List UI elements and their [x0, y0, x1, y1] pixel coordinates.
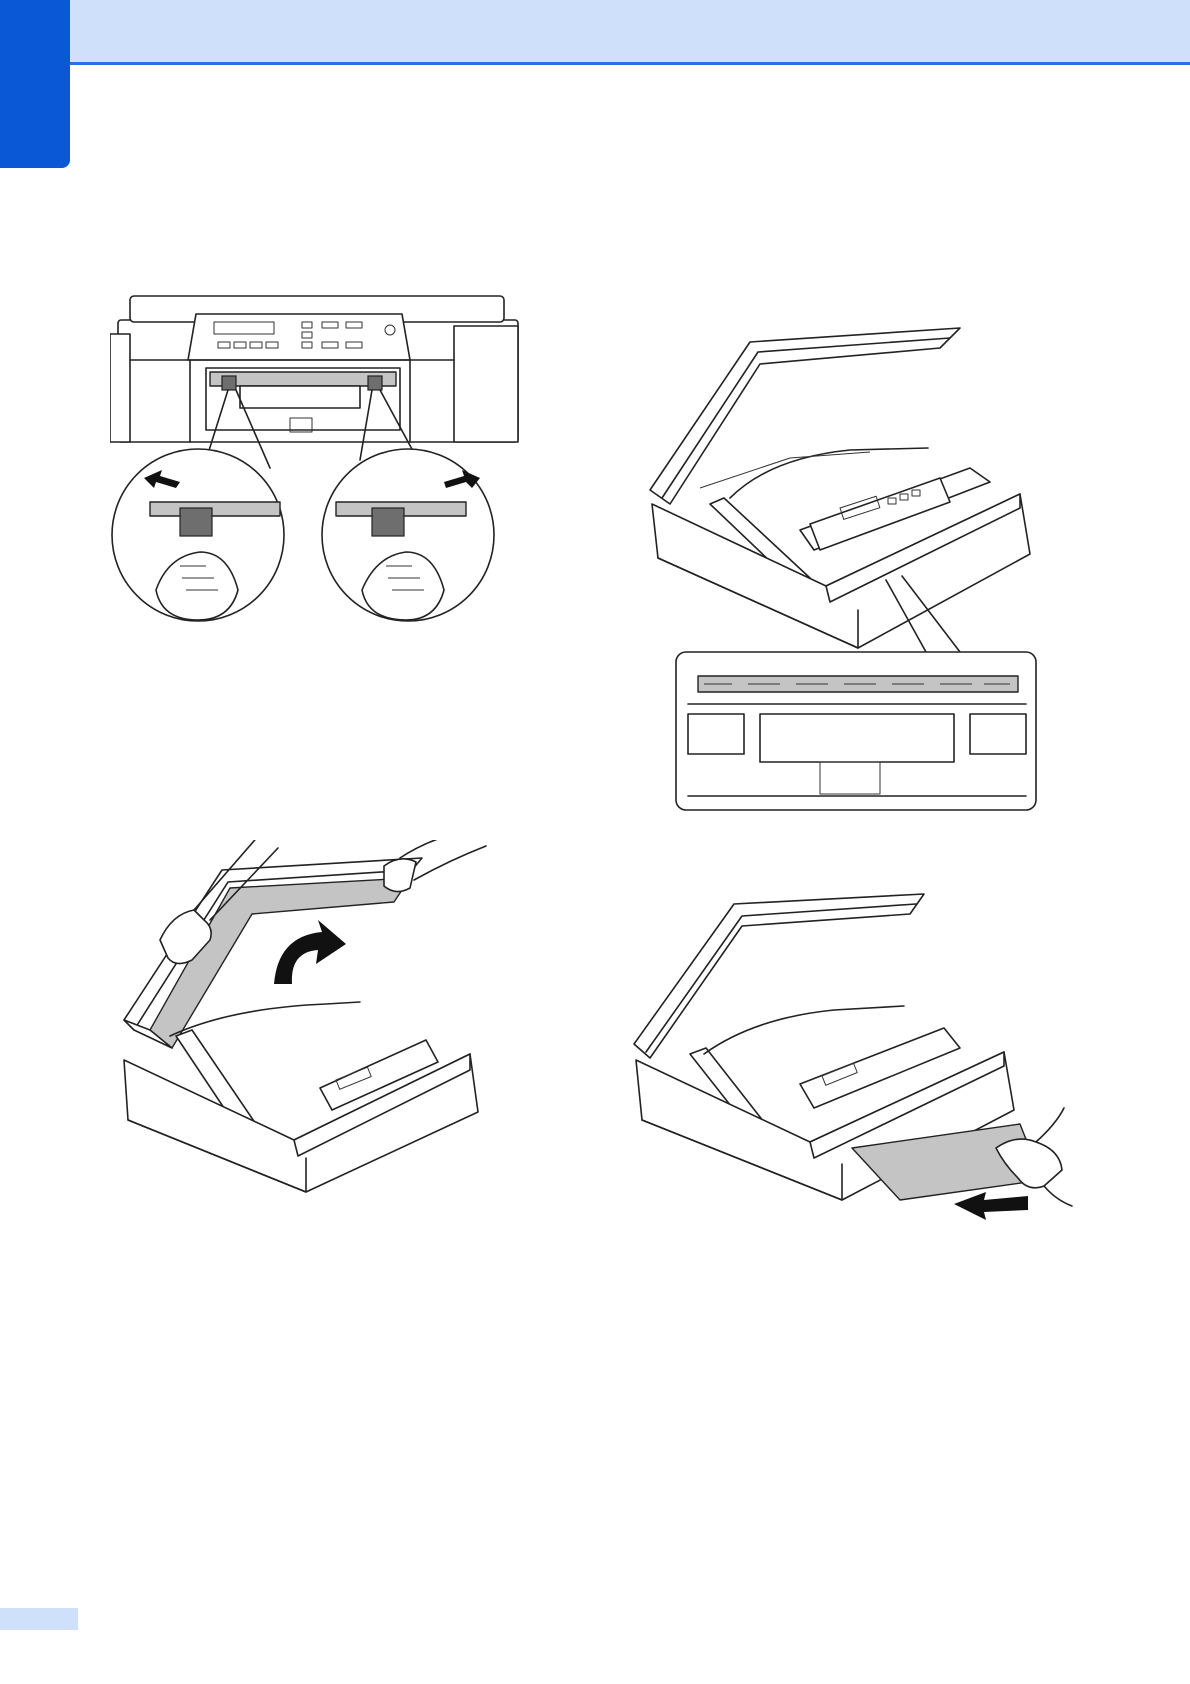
arrow-left-icon	[954, 1192, 1028, 1220]
curved-arrow-up-icon	[274, 920, 346, 984]
figure-push-paper-in	[624, 888, 1080, 1224]
hands-lifting-cover-illustration	[110, 840, 520, 1200]
figure-lift-scanner-cover	[110, 840, 520, 1200]
printer-push-paper-illustration	[624, 888, 1080, 1224]
footer-tab	[0, 1608, 78, 1630]
printer-open-scanner-illustration	[640, 318, 1060, 818]
figure-inside-inspection	[640, 318, 1060, 818]
header-band	[0, 0, 1190, 65]
printer-front-view-illustration	[110, 290, 530, 660]
figure-front-jam-clear	[110, 290, 530, 660]
chapter-tab	[0, 0, 70, 168]
